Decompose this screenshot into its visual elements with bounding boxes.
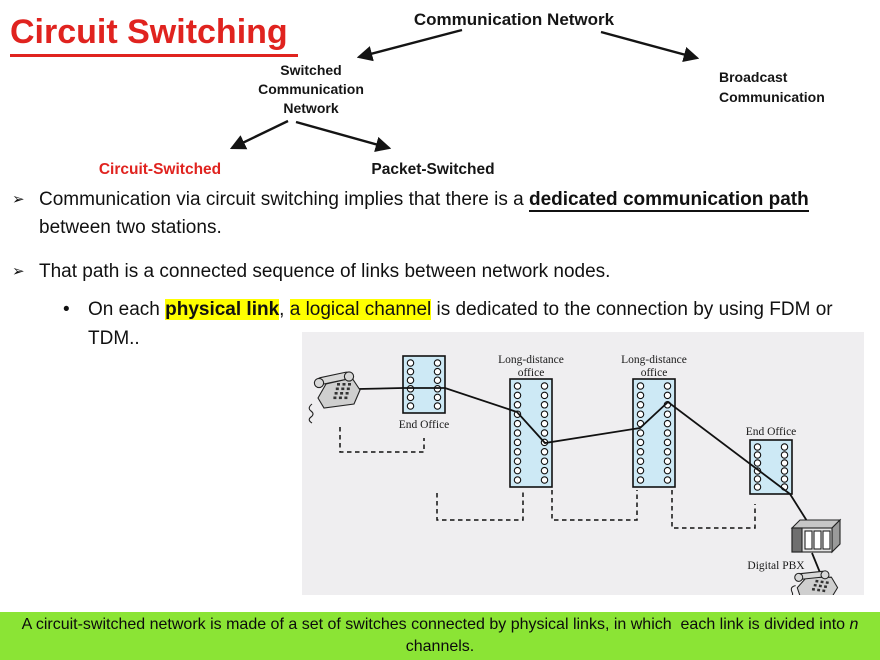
dashed-link-1 bbox=[339, 427, 425, 453]
phone-handset-icon bbox=[794, 570, 830, 582]
footer-text-end: channels. bbox=[405, 616, 863, 655]
end-office-1-label: End Office bbox=[399, 419, 450, 431]
arrow-switched-to-packet-icon bbox=[295, 120, 392, 152]
digital-pbx-icon bbox=[790, 518, 842, 554]
dashed-link-3 bbox=[551, 490, 638, 521]
end-office-1-switch bbox=[402, 355, 446, 414]
end-office-2-switch bbox=[749, 439, 793, 495]
bullet-item-2: ➢ That path is a connected sequence of l… bbox=[12, 258, 868, 286]
dashed-link-4 bbox=[671, 490, 756, 529]
bullet-1-text-post: between two stations. bbox=[39, 217, 222, 238]
arrow-root-to-switched-icon bbox=[356, 28, 463, 62]
long-distance-office-2-switch bbox=[632, 378, 676, 488]
long-distance-1-label-line1: Long-distance bbox=[498, 354, 564, 366]
tree-node-circuit-switched: Circuit-Switched bbox=[98, 161, 222, 178]
footer-banner-text: A circuit-switched network is made of a … bbox=[0, 612, 880, 658]
tree-node-communication-network: Communication Network bbox=[413, 10, 615, 29]
digital-pbx-label: Digital PBX bbox=[747, 560, 805, 572]
phone-handset-icon bbox=[313, 371, 355, 389]
phone-keypad-icon bbox=[333, 383, 351, 400]
arrow-bullet-icon: ➢ bbox=[12, 263, 25, 280]
sub-bullet-text-post: is dedicated to the connection by using … bbox=[88, 299, 833, 349]
footer-banner: A circuit-switched network is made of a … bbox=[0, 612, 880, 660]
sub-bullet-text-pre: On each bbox=[88, 299, 166, 320]
footer-text-italic-n: n bbox=[849, 616, 859, 633]
arrow-bullet-icon: ➢ bbox=[12, 191, 25, 208]
bullet-1-text-pre: Communication via circuit switching impl… bbox=[39, 189, 529, 210]
bullet-1-emphasis: dedicated communication path bbox=[528, 189, 809, 212]
long-distance-1-label-line2: office bbox=[518, 367, 545, 379]
long-distance-2-label-line2: office bbox=[641, 367, 668, 379]
footer-text-main: A circuit-switched network is made of a … bbox=[21, 616, 850, 633]
arrow-root-to-broadcast-icon bbox=[600, 30, 700, 63]
bullet-1-text: Communication via circuit switching impl… bbox=[39, 186, 857, 242]
phone-keypad-icon bbox=[811, 579, 829, 593]
tree-node-switched-communication-network: Switched Communication Network bbox=[258, 62, 364, 116]
phone-cord-icon bbox=[789, 585, 796, 595]
network-diagram: End Office Long-distance office Long-dis… bbox=[302, 332, 864, 595]
long-distance-2-label-line1: Long-distance bbox=[621, 354, 687, 366]
sub-bullet-item: • On each physical link, a logical chann… bbox=[63, 295, 868, 353]
end-office-2-label: End Office bbox=[746, 426, 797, 438]
dot-bullet-icon: • bbox=[63, 299, 70, 320]
page-title: Circuit Switching bbox=[10, 12, 298, 57]
tree-node-broadcast-communication: Broadcast Communication bbox=[719, 69, 825, 105]
bullet-2-text: That path is a connected sequence of lin… bbox=[39, 261, 611, 282]
telephone-right-icon bbox=[789, 570, 839, 595]
dashed-link-2 bbox=[436, 490, 524, 521]
network-diagram-canvas: End Office Long-distance office Long-dis… bbox=[308, 354, 842, 595]
circuit-path-line bbox=[357, 387, 808, 522]
sub-bullet-text: On each physical link, a logical channel… bbox=[88, 295, 868, 353]
sub-bullet-highlight-logical-channel: a logical channel bbox=[289, 299, 432, 320]
phone-cord-icon bbox=[308, 403, 314, 424]
arrow-switched-to-circuit-icon bbox=[229, 119, 289, 150]
bullet-item-1: ➢ Communication via circuit switching im… bbox=[12, 186, 868, 242]
bullet-list: ➢ Communication via circuit switching im… bbox=[12, 186, 868, 362]
sub-bullet-highlight-physical-link: physical link bbox=[165, 299, 280, 320]
sub-bullet-text-mid: , bbox=[279, 299, 290, 320]
tree-node-packet-switched: Packet-Switched bbox=[371, 161, 495, 178]
telephone-left-icon bbox=[308, 371, 361, 424]
long-distance-office-1-switch bbox=[509, 378, 553, 488]
